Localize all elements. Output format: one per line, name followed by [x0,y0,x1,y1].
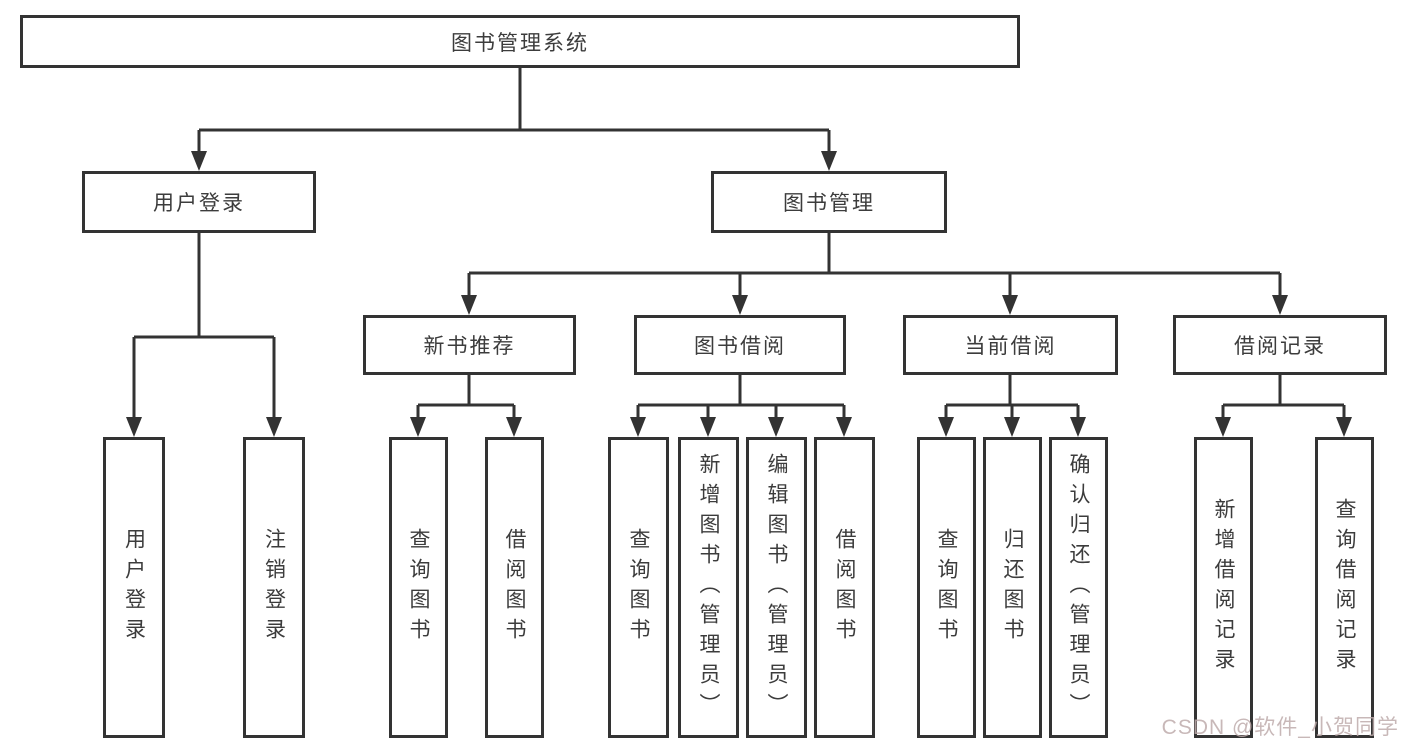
node-root-system: 图书管理系统 [20,15,1020,68]
node-new-book-recommend: 新书推荐 [363,315,576,375]
node-borrowing-records: 借阅记录 [1173,315,1387,375]
leaf-add-books-admin: 新增图书（管理员） [678,437,739,738]
leaf-borrow-books-2: 借阅图书 [814,437,875,738]
leaf-logout: 注销登录 [243,437,305,738]
leaf-add-borrow-record: 新增借阅记录 [1194,437,1253,738]
node-current-borrowing: 当前借阅 [903,315,1118,375]
leaf-query-books-3: 查询图书 [917,437,976,738]
node-user-login-module: 用户登录 [82,171,316,233]
leaf-borrow-books-1: 借阅图书 [485,437,544,738]
csdn-watermark: CSDN @软件_小贺同学 [1161,716,1399,739]
leaf-user-login: 用户登录 [103,437,165,738]
edge-path [132,68,1346,418]
node-book-management-module: 图书管理 [711,171,947,233]
leaf-query-books-2: 查询图书 [608,437,669,738]
leaf-query-borrow-record: 查询借阅记录 [1315,437,1374,738]
node-book-borrowing: 图书借阅 [634,315,846,375]
leaf-query-books-1: 查询图书 [389,437,448,738]
leaf-return-books: 归还图书 [983,437,1042,738]
leaf-edit-books-admin: 编辑图书（管理员） [746,437,807,738]
leaf-confirm-return-admin: 确认归还（管理员） [1049,437,1108,738]
